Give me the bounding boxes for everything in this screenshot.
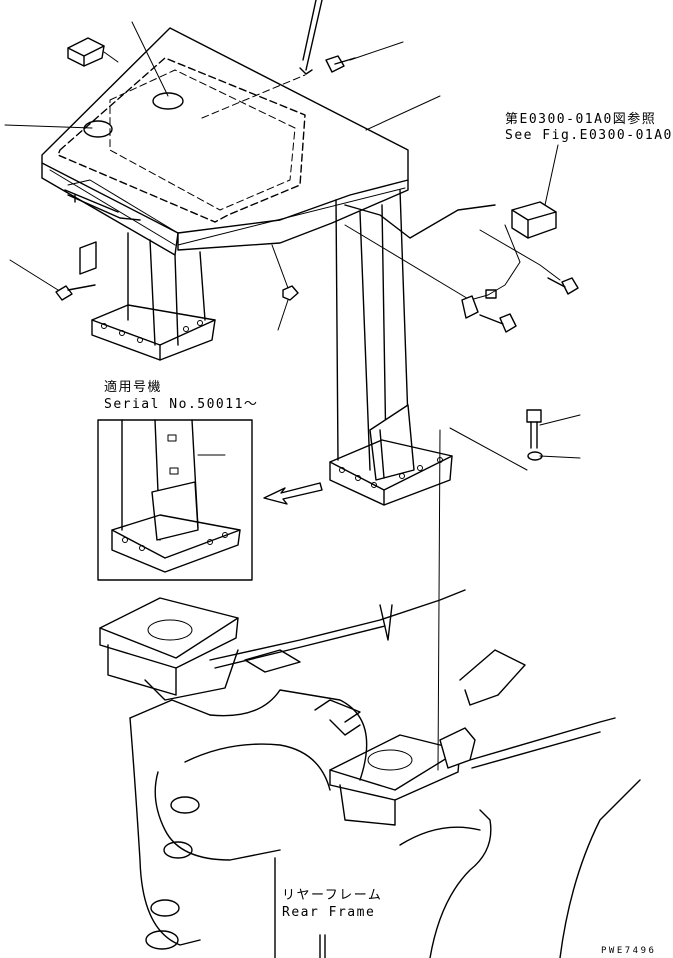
figure-reference-japanese: 第E0300-01A0図参照 — [505, 112, 657, 127]
drawing-number: PWE7496 — [601, 946, 657, 956]
grommet — [271, 244, 299, 301]
callout-leaders — [4, 21, 581, 459]
connector — [461, 289, 497, 319]
direction-arrow — [263, 482, 323, 505]
bolt-right — [479, 313, 517, 333]
switch-bolt — [547, 277, 579, 295]
right-pillar — [329, 189, 453, 506]
guide-line — [449, 427, 528, 471]
mount-bolt — [526, 409, 542, 449]
handrail — [64, 189, 141, 221]
antenna — [299, 0, 323, 75]
work-lamp — [67, 37, 119, 67]
serial-note-japanese: 適用号機 — [104, 380, 163, 395]
roof-switch — [511, 201, 557, 239]
figure-reference-english: See Fig.E0300-01A0 — [505, 128, 673, 143]
rear-frame-label-japanese: リヤーフレーム — [282, 888, 383, 903]
bolt-left — [55, 284, 96, 301]
cover-plate — [79, 241, 97, 275]
serial-note-english: Serial No.50011～ — [104, 397, 259, 412]
left-pillar — [91, 232, 216, 361]
rear-frame-label-english: Rear Frame — [282, 905, 376, 920]
washer — [527, 451, 543, 461]
serial-inset — [97, 419, 253, 581]
mount-bolt-top — [325, 41, 404, 73]
rear-frame — [99, 589, 641, 958]
canopy-roof — [41, 27, 409, 256]
roof-plug-top — [152, 92, 184, 110]
wiring-harness — [344, 204, 561, 301]
roof-plug-left — [83, 120, 113, 138]
